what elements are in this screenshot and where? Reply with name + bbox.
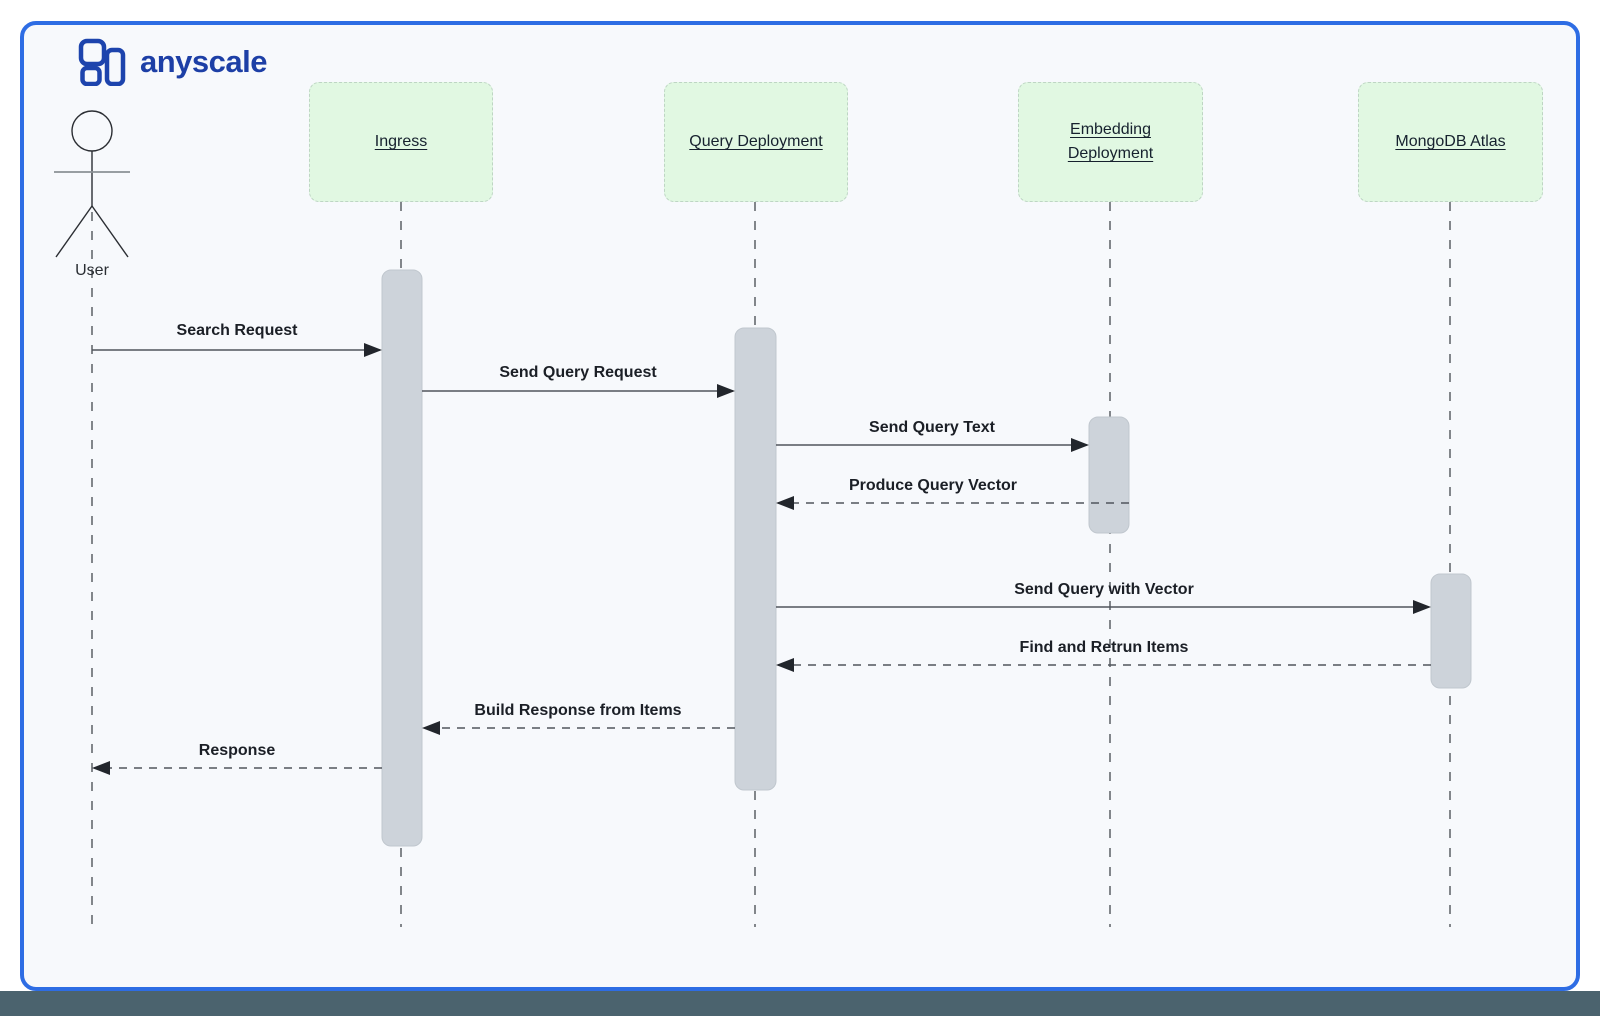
activation-bar-mongodb-atlas [1430,573,1472,689]
activation-bar-embedding-deployment [1088,416,1130,534]
actor-label-user: User [75,262,109,279]
message-label-produce-query-vector: Produce Query Vector [848,477,1018,494]
participant-ingress: Ingress [309,82,493,202]
message-label-search-request: Search Request [176,322,298,339]
participant-label: Query Deployment [689,133,823,150]
message-label-send-query-with-vector: Send Query with Vector [1014,581,1194,598]
participant-label: Ingress [374,133,428,150]
message-label-find-and-retrun-items: Find and Retrun Items [1019,639,1189,656]
anyscale-logo-icon [78,38,126,86]
activation-bar-query-deployment [734,327,777,791]
message-label-build-response-from-items: Build Response from Items [474,702,682,719]
user-actor-icon [54,110,130,258]
activation-bar-ingress [381,269,423,847]
participant-query-deployment: Query Deployment [664,82,848,202]
brand-header: anyscale [78,38,268,86]
message-label-send-query-request: Send Query Request [499,364,657,381]
message-label-response: Response [198,742,276,759]
participant-mongodb-atlas: MongoDB Atlas [1358,82,1543,202]
participant-embedding-deployment: Embedding Deployment [1018,82,1203,202]
participant-label: Embedding Deployment [1067,121,1154,162]
participant-label: MongoDB Atlas [1395,133,1506,150]
bottom-edge-band [0,991,1600,1016]
message-label-send-query-text: Send Query Text [869,419,995,436]
brand-name: anyscale [140,44,268,79]
